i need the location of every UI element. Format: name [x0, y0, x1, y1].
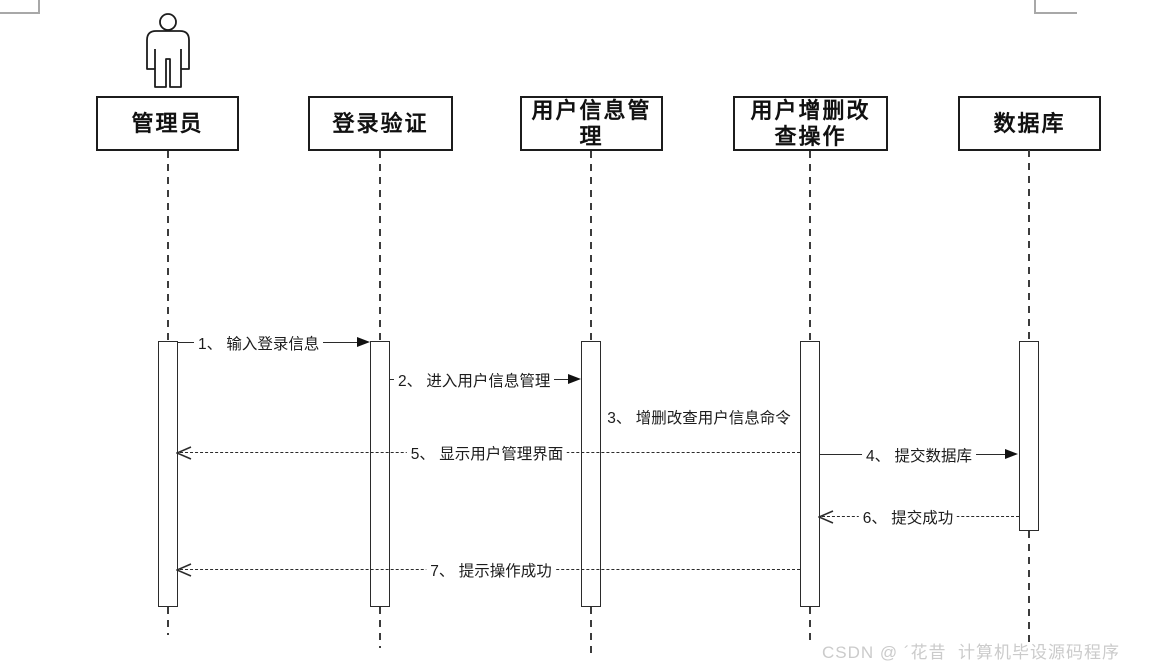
message-7-label: 7、 提示操作成功 — [426, 559, 556, 581]
activation-bar-login — [370, 341, 390, 607]
corner-mark-right-icon — [1034, 0, 1077, 14]
lifeline-admin-upper — [167, 151, 169, 341]
lifeline-login-lower — [379, 607, 381, 648]
message-4-label: 4、 提交数据库 — [862, 444, 976, 466]
activation-bar-admin — [158, 341, 178, 607]
message-5-label: 5、 显示用户管理界面 — [406, 442, 568, 464]
actor-figure-icon — [146, 13, 190, 88]
message-3-label: 3、 增删改查用户信息命令 — [603, 406, 795, 428]
open-arrowhead-icon — [818, 510, 834, 524]
lifeline-head-database: 数据库 — [958, 96, 1101, 151]
lifeline-head-admin: 管理员 — [96, 96, 239, 151]
activation-bar-userinfo — [581, 341, 601, 607]
filled-arrowhead-icon — [568, 374, 581, 384]
lifeline-crud-lower — [809, 607, 811, 641]
lifeline-crud-upper — [809, 151, 811, 341]
lifeline-db-upper — [1028, 150, 1030, 341]
open-arrowhead-icon — [176, 563, 192, 577]
activation-bar-crud — [800, 341, 820, 607]
corner-mark-left-icon — [0, 0, 40, 14]
activation-bar-db — [1019, 341, 1039, 531]
csdn-watermark: CSDN @ ´花昔 计算机毕设源码程序 — [822, 643, 1120, 662]
filled-arrowhead-icon — [357, 337, 370, 347]
lifeline-login-upper — [379, 151, 381, 341]
lifeline-userinfo-upper — [590, 151, 592, 341]
open-arrowhead-icon — [176, 446, 192, 460]
lifeline-head-user-info-mgmt: 用户信息管 理 — [520, 96, 663, 151]
lifeline-admin-lower — [167, 607, 169, 635]
filled-arrowhead-icon — [1005, 449, 1018, 459]
lifeline-db-lower — [1028, 531, 1030, 645]
lifeline-head-user-crud-ops: 用户增删改 查操作 — [733, 96, 888, 151]
message-1-label: 1、 输入登录信息 — [194, 332, 324, 354]
lifeline-userinfo-lower — [590, 607, 592, 655]
message-2-label: 2、 进入用户信息管理 — [394, 369, 555, 391]
message-6-label: 6、 提交成功 — [858, 506, 958, 528]
lifeline-head-login-verify: 登录验证 — [308, 96, 453, 151]
